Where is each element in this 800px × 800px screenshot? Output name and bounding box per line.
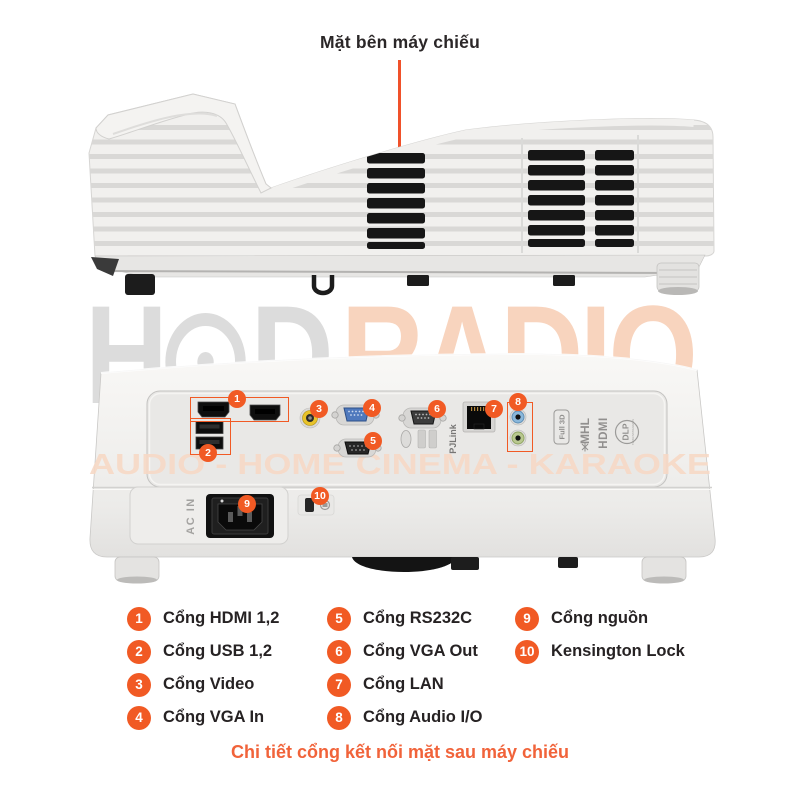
rear-view-illustration: AC IN AUDIO - HOME CINEMA - KARAOKE: [89, 352, 716, 584]
legend-badge-1: 1: [127, 606, 151, 631]
legend-label-7: Cổng LAN: [363, 675, 444, 693]
side-foot-left: [125, 274, 155, 295]
legend-column-3: 9 Cổng nguồn 10 Kensington Lock: [515, 602, 685, 668]
svg-text:Full 3D: Full 3D: [558, 414, 567, 440]
legend-item-10: 10 Kensington Lock: [515, 635, 685, 668]
legend-badge-5: 5: [327, 606, 351, 631]
legend-badge-8: 8: [327, 705, 351, 730]
tagline-watermark: AUDIO - HOME CINEMA - KARAOKE: [89, 449, 711, 481]
legend-column-1: 1 Cổng HDMI 1,2 2 Cổng USB 1,2 3 Cổng Vi…: [127, 602, 279, 734]
cable-hook: [311, 275, 335, 296]
legend-label-5: Cổng RS232C: [363, 609, 473, 627]
legend-item-6: 6 Cổng VGA Out: [327, 635, 482, 668]
legend-item-5: 5 Cổng RS232C: [327, 602, 482, 635]
vga-out-port: [398, 407, 447, 429]
legend-label-9: Cổng nguồn: [551, 609, 649, 627]
mhl-logo: MHL: [578, 418, 592, 452]
certification-marks: PJLink: [400, 423, 458, 454]
hdmi-port-1: [197, 401, 230, 418]
side-tab-1: [407, 275, 429, 286]
legend-badge-9: 9: [515, 606, 539, 631]
legend-badge-10: 10: [515, 639, 539, 664]
video-rca-port: [299, 407, 321, 429]
full-3d-badge: Full 3D: [553, 409, 570, 445]
dlp-logo: DLP TEXAS INSTRUMENTS: [614, 419, 640, 445]
legend-item-1: 1 Cổng HDMI 1,2: [127, 602, 279, 635]
side-view-illustration: [88, 93, 715, 296]
rear-lens-bump: [352, 557, 456, 572]
lan-port: [462, 401, 496, 433]
side-vent-middle: [367, 153, 425, 249]
legend-item-9: 9 Cổng nguồn: [515, 602, 685, 635]
svg-text:TEXAS INSTRUMENTS: TEXAS INSTRUMENTS: [632, 419, 635, 445]
rear-foot-right: [641, 556, 687, 584]
legend-badge-6: 6: [327, 639, 351, 664]
legend-item-7: 7 Cổng LAN: [327, 668, 482, 701]
side-vent-right: [528, 150, 634, 247]
legend-column-2: 5 Cổng RS232C 6 Cổng VGA Out 7 Cổng LAN …: [327, 602, 482, 734]
page-title: Mặt bên máy chiếu: [320, 32, 480, 52]
ac-in-label: AC IN: [185, 497, 197, 534]
side-grille-slats: [89, 111, 714, 253]
power-socket: [206, 494, 274, 538]
vga-in-port: [331, 404, 380, 426]
legend-badge-4: 4: [127, 705, 151, 730]
legend-label-1: Cổng HDMI 1,2: [163, 609, 280, 627]
legend-label-4: Cổng VGA In: [163, 708, 265, 726]
legend-badge-7: 7: [327, 672, 351, 697]
svg-text:DLP: DLP: [621, 423, 631, 440]
hdmi-port-2: [249, 404, 281, 421]
legend-badge-3: 3: [127, 672, 151, 697]
svg-text:MHL: MHL: [578, 418, 592, 444]
kensington-slot: [297, 494, 335, 516]
side-mirror-arm: [95, 93, 272, 194]
rear-foot-small: [558, 557, 578, 568]
hdmi-logo: HDMI: [598, 417, 610, 448]
audio-in-jack: [509, 408, 527, 426]
pjlink-label: PJLink: [448, 423, 458, 454]
usb-port-2: [195, 436, 224, 450]
power-inlet-area: AC IN: [129, 486, 289, 545]
usb-port-1: [195, 421, 224, 434]
legend-label-6: Cổng VGA Out: [363, 642, 478, 660]
rs232-port: [333, 438, 382, 458]
legend-label-8: Cổng Audio I/O: [363, 708, 483, 726]
rear-foot-left: [114, 556, 160, 584]
legend-item-2: 2 Cổng USB 1,2: [127, 635, 279, 668]
legend-badge-2: 2: [127, 639, 151, 664]
legend-item-3: 3 Cổng Video: [127, 668, 279, 701]
side-foot-right: [656, 262, 700, 295]
legend-label-2: Cổng USB 1,2: [163, 642, 273, 660]
mhl-logo-mark: [581, 442, 589, 452]
pointer-line: [398, 60, 401, 197]
rear-foot-center: [451, 557, 479, 570]
audio-out-jack: [509, 429, 527, 447]
legend-label-10: Kensington Lock: [551, 642, 685, 660]
legend-item-8: 8 Cổng Audio I/O: [327, 701, 482, 734]
legend-item-4: 4 Cổng VGA In: [127, 701, 279, 734]
side-tab-2: [553, 275, 575, 286]
caption: Chi tiết cổng kết nối mặt sau máy chiếu: [230, 742, 570, 762]
legend-label-3: Cổng Video: [163, 675, 255, 693]
